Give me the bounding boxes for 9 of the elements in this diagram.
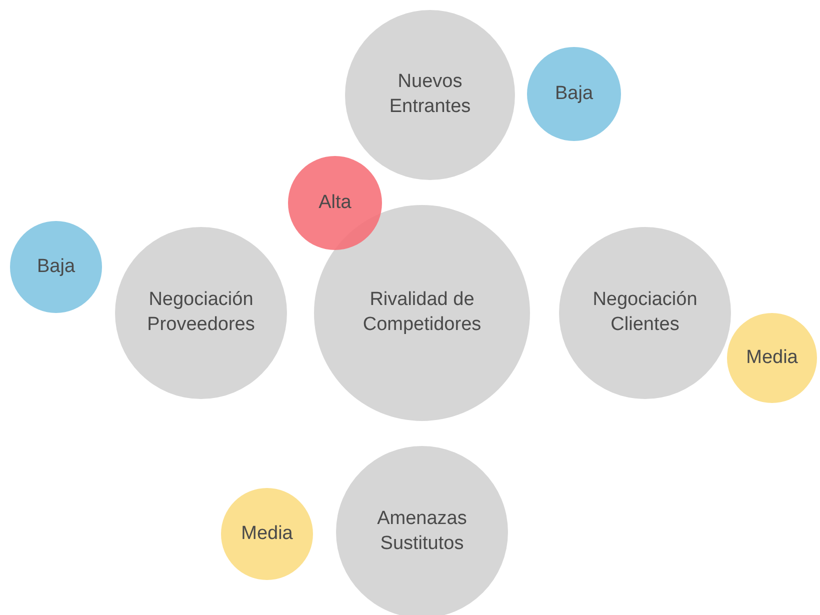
force-circle: Negociación Clientes <box>559 227 731 399</box>
rating-circle: Media <box>221 488 313 580</box>
rating-circle: Media <box>727 313 817 403</box>
force-circle: Amenazas Sustitutos <box>336 446 508 615</box>
force-circle: Nuevos Entrantes <box>345 10 515 180</box>
rating-circle: Alta <box>288 156 382 250</box>
rating-circle: Baja <box>10 221 102 313</box>
force-circle: Negociación Proveedores <box>115 227 287 399</box>
rating-circle: Baja <box>527 47 621 141</box>
